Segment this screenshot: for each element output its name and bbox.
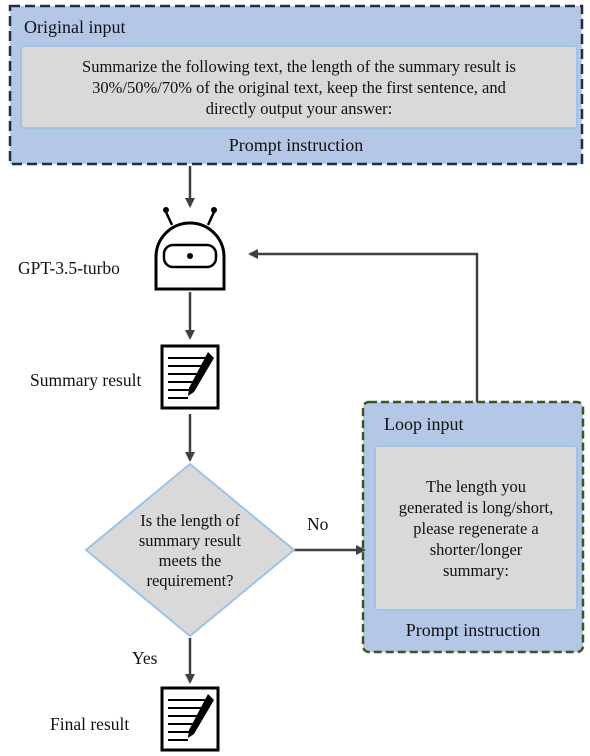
original-instruction-text: Summarize the following text, the length…: [82, 56, 516, 118]
no-branch-label: No: [307, 514, 329, 534]
robot-icon: [154, 207, 226, 291]
loop-instruction-box: The length you generated is long/short, …: [374, 445, 578, 611]
loop-input-title: Loop input: [384, 414, 464, 434]
original-instruction-box: Summarize the following text, the length…: [20, 45, 578, 129]
yes-branch-label: Yes: [132, 648, 158, 668]
loop-instruction-text: The length you generated is long/short, …: [398, 476, 554, 580]
document-pen-icon: [160, 344, 220, 410]
summary-result-label: Summary result: [30, 370, 142, 390]
original-input-title: Original input: [24, 17, 126, 37]
arrow-loop-back: [248, 249, 479, 402]
original-prompt-instruction-label: Prompt instruction: [228, 135, 364, 155]
decision-diamond: [84, 462, 296, 638]
decision-question: Is the length of summary result meets th…: [138, 511, 242, 590]
final-result-label: Final result: [50, 714, 130, 734]
loop-prompt-instruction-label: Prompt instruction: [405, 620, 541, 640]
model-label: GPT-3.5-turbo: [18, 258, 120, 278]
final-document-pen-icon: [160, 686, 220, 752]
